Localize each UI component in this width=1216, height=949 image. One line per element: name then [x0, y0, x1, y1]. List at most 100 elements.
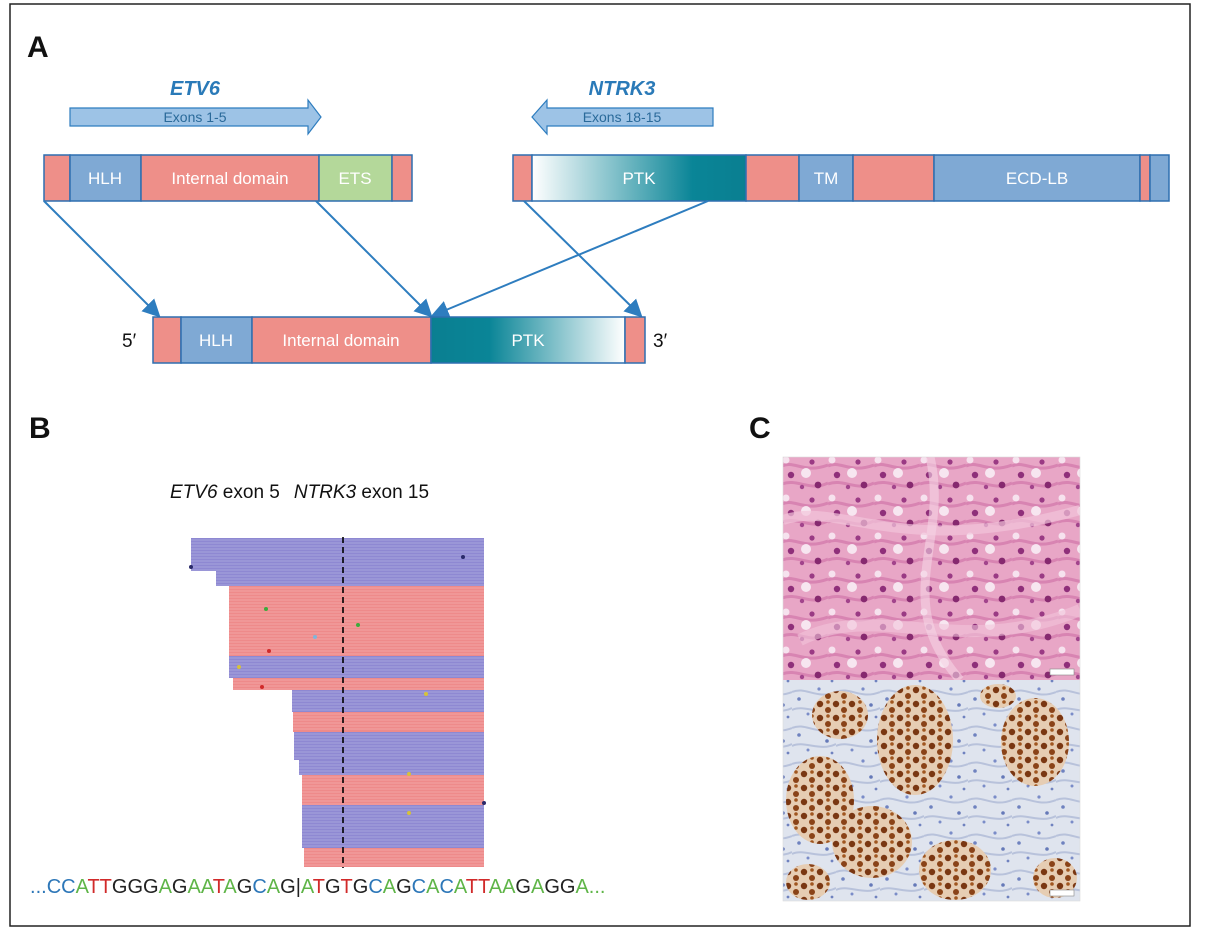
read-block-red — [304, 848, 484, 867]
sequence-base: T — [87, 876, 99, 898]
etv6-hlh-domain — [69, 154, 142, 202]
arrow-ntrk3-end — [523, 200, 643, 318]
etv6-title: ETV6 — [170, 78, 221, 100]
junction-marker: | — [296, 876, 301, 898]
arrow-ntrk3-breakpoint — [430, 200, 709, 318]
ihc-nest-1 — [812, 691, 868, 739]
etv6-protein-bar: HLH Internal domain ETS — [43, 154, 413, 202]
etv6-hlh-label: HLH — [88, 169, 122, 188]
sequence-base: A — [575, 876, 589, 898]
ntrk3-gene-name: NTRK3 — [294, 482, 357, 503]
ihc-nest-3 — [1001, 698, 1069, 786]
fusion-mapping-arrows — [43, 200, 709, 318]
ntrk3-signal-segment — [1139, 154, 1151, 202]
fusion-internal-label: Internal domain — [282, 331, 399, 350]
ntrk3-tm-label: TM — [814, 169, 839, 188]
he-stroma-band-1 — [783, 505, 1080, 536]
read-pileup — [189, 538, 486, 867]
panel-label-c: C — [749, 412, 771, 445]
junction-sequence: ...CCATTGGGAGAATAGCAG|ATGTGCAGCACATTAAGA… — [30, 876, 605, 898]
etv6-direction-arrow — [69, 98, 322, 136]
read-block-blue — [302, 805, 484, 848]
sequence-base: . — [30, 876, 36, 898]
sequence-base: G — [560, 876, 576, 898]
ihc-stain-micrograph — [783, 680, 1080, 901]
mismatch-dot — [424, 692, 428, 696]
sequence-base: A — [267, 876, 281, 898]
ihc-nest-4 — [980, 684, 1016, 708]
mismatch-dot — [313, 635, 317, 639]
sequence-base: C — [368, 876, 382, 898]
sequence-base: A — [489, 876, 503, 898]
mismatch-dot — [237, 665, 241, 669]
mismatch-dot — [407, 811, 411, 815]
ntrk3-n-terminal — [1149, 154, 1170, 202]
sequence-base: G — [515, 876, 531, 898]
sequence-base: T — [213, 876, 225, 898]
he-stain-micrograph — [783, 457, 1080, 680]
three-prime-label: 3′ — [653, 331, 668, 352]
sequence-base: C — [252, 876, 266, 898]
sequence-base: C — [412, 876, 426, 898]
sequence-base: A — [426, 876, 440, 898]
ntrk3-protein-bar: PTK TM ECD-LB — [512, 154, 1170, 202]
sequence-base: G — [172, 876, 188, 898]
ihc-nest-2 — [877, 685, 953, 795]
sequence-base: . — [600, 876, 606, 898]
etv6-c-terminal — [391, 154, 413, 202]
etv6-internal-label: Internal domain — [171, 169, 288, 188]
ihc-nest-9 — [1033, 858, 1077, 898]
read-block-blue — [216, 571, 484, 586]
mismatch-dot — [189, 565, 193, 569]
ntrk3-direction-arrow — [531, 98, 714, 136]
ihc-scale-bar — [1049, 889, 1075, 897]
read-block-blue — [299, 760, 484, 775]
sequence-base: A — [201, 876, 215, 898]
ntrk3-linker — [745, 154, 800, 202]
panel-label-b: B — [29, 412, 51, 445]
sequence-base: . — [41, 876, 47, 898]
fusion-c-terminal — [624, 316, 646, 364]
sequence-base: T — [466, 876, 478, 898]
ntrk3-juxta-region — [852, 154, 935, 202]
read-block-red — [229, 586, 484, 656]
etv6-exons-label: Exons 1-5 — [163, 109, 226, 125]
fusion-ptk-label: PTK — [511, 331, 545, 350]
etv6-ets-label: ETS — [338, 169, 371, 188]
mismatch-dot — [407, 772, 411, 776]
read-block-blue — [294, 732, 484, 760]
read-block-blue — [292, 690, 484, 712]
ntrk3-c-terminal — [512, 154, 533, 202]
sequence-base: A — [159, 876, 173, 898]
panel-label-a: A — [27, 31, 49, 64]
sequence-base: G — [396, 876, 412, 898]
he-stroma-band-2 — [797, 604, 1080, 646]
sequence-base: A — [454, 876, 468, 898]
read-block-blue — [229, 656, 484, 678]
mismatch-dot — [267, 649, 271, 653]
sequence-base: G — [325, 876, 341, 898]
ntrk3-ecd-label: ECD-LB — [1006, 169, 1068, 188]
sequence-base: G — [237, 876, 253, 898]
he-stroma-band-3 — [920, 457, 964, 680]
etv6-n-terminal — [43, 154, 71, 202]
mismatch-dot — [264, 607, 268, 611]
read-block-blue — [191, 538, 484, 571]
fusion-hlh-domain — [180, 316, 253, 364]
sequence-base: . — [594, 876, 600, 898]
five-prime-label: 5′ — [122, 331, 137, 352]
arrow-etv6-start — [43, 200, 161, 318]
ntrk3-ptk-domain — [531, 154, 747, 202]
sequence-base: A — [531, 876, 545, 898]
sequence-base: T — [313, 876, 325, 898]
he-scale-bar — [1049, 668, 1075, 676]
read-block-red — [302, 775, 484, 805]
sequence-base: T — [341, 876, 353, 898]
sequence-base: C — [61, 876, 75, 898]
mismatch-dot — [260, 685, 264, 689]
ihc-nest-8 — [786, 864, 830, 900]
sequence-base: G — [127, 876, 143, 898]
sequence-base: G — [280, 876, 296, 898]
